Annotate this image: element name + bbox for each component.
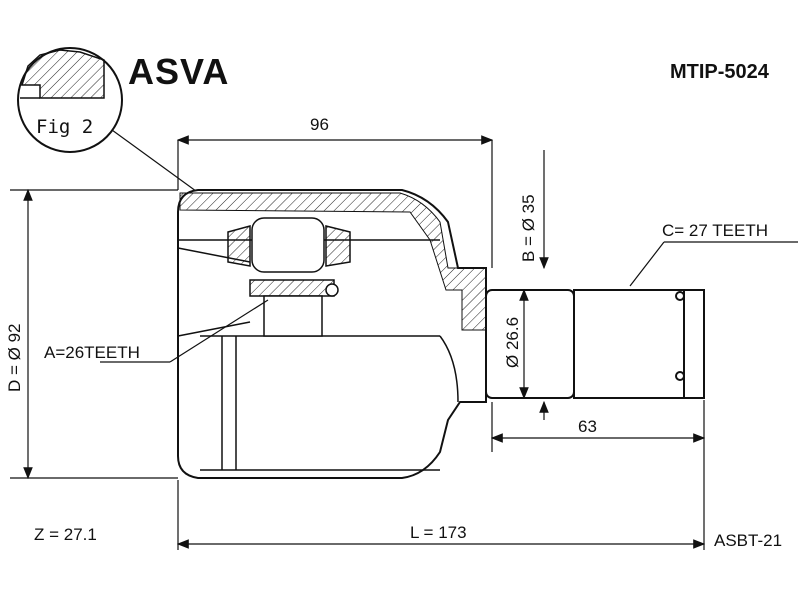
dim-width-outer: 96 — [310, 115, 329, 134]
dim-diameter-outer: D = Ø 92 — [5, 323, 24, 392]
annotation-spline-a: A=26TEETH — [44, 343, 140, 362]
annotation-z-value: Z = 27.1 — [34, 525, 97, 544]
roller-bearing — [227, 217, 351, 337]
dim-shaft-inner: Ø 26.6 — [503, 316, 522, 368]
annotation-spline-c: C= 27 TEETH — [662, 221, 768, 240]
dimension-lines — [10, 135, 798, 550]
fig2-detail-circle — [17, 47, 123, 153]
housing-hatch — [179, 192, 487, 331]
part-number: MTIP-5024 — [670, 61, 769, 83]
dim-total-length: L = 173 — [410, 523, 467, 542]
brand-logo-text: ASVA — [128, 51, 230, 92]
stub-shaft — [485, 289, 705, 399]
annotation-boot-ref: ASBT-21 — [714, 531, 783, 550]
dim-spline-length: 63 — [578, 417, 597, 436]
figure-label: Fig 2 — [36, 116, 94, 138]
dim-shaft-b: B = Ø 35 — [519, 194, 538, 262]
